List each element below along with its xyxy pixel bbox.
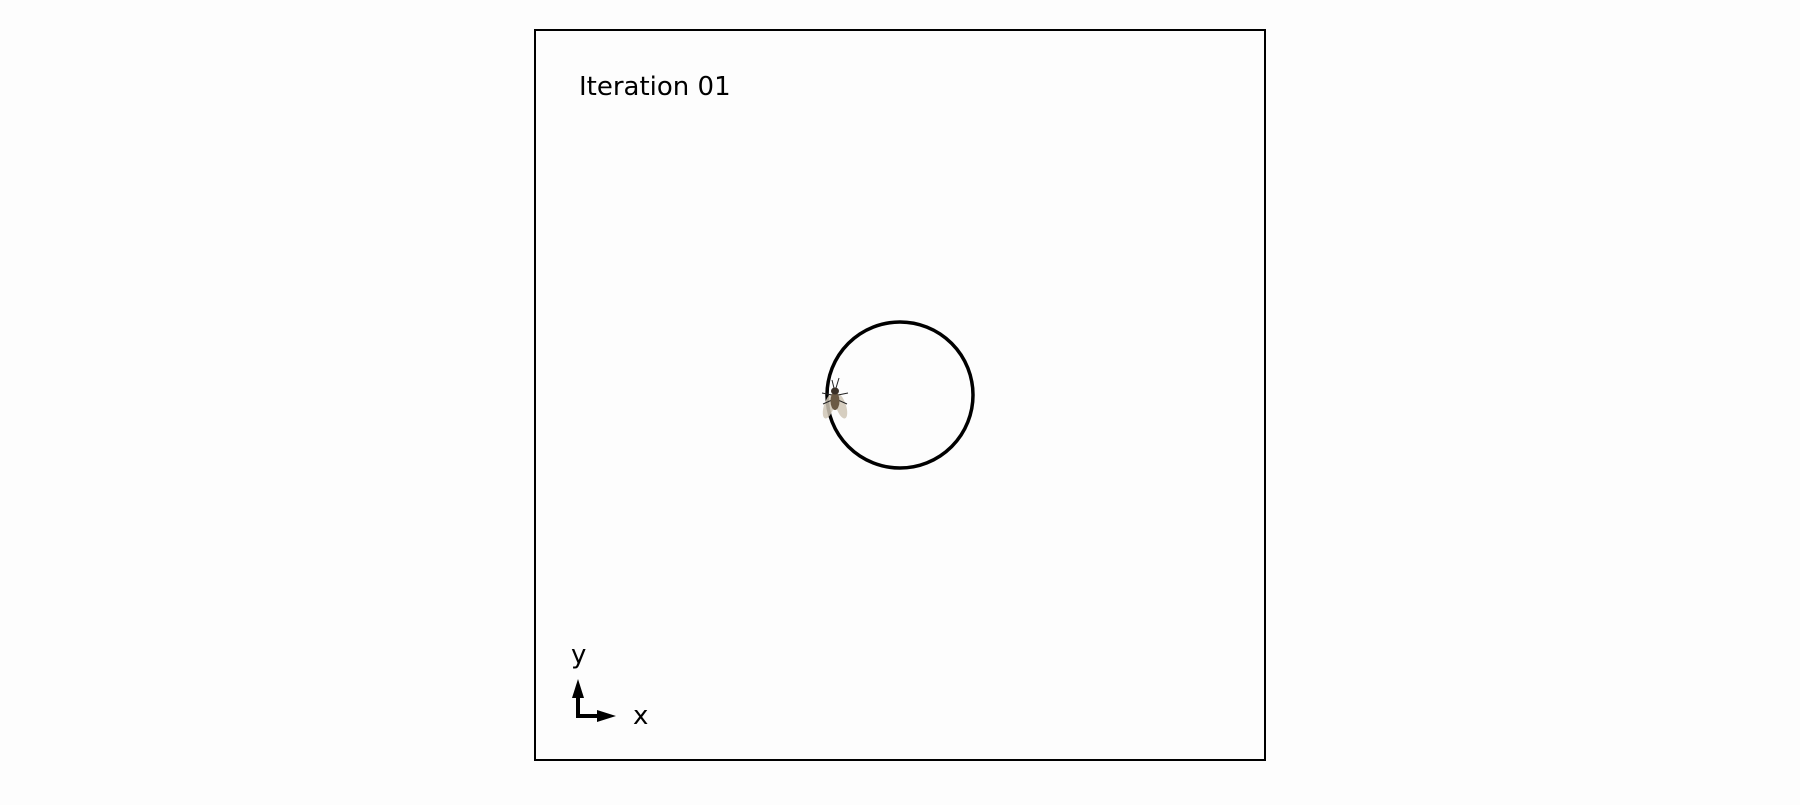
x-axis-label: x — [633, 701, 648, 731]
iteration-label: Iteration 01 — [579, 72, 731, 102]
arena-frame — [534, 29, 1266, 761]
circular-path — [825, 320, 975, 470]
y-axis-label: y — [571, 640, 586, 670]
xy-axes-icon — [572, 679, 616, 722]
fly-icon — [821, 377, 849, 419]
